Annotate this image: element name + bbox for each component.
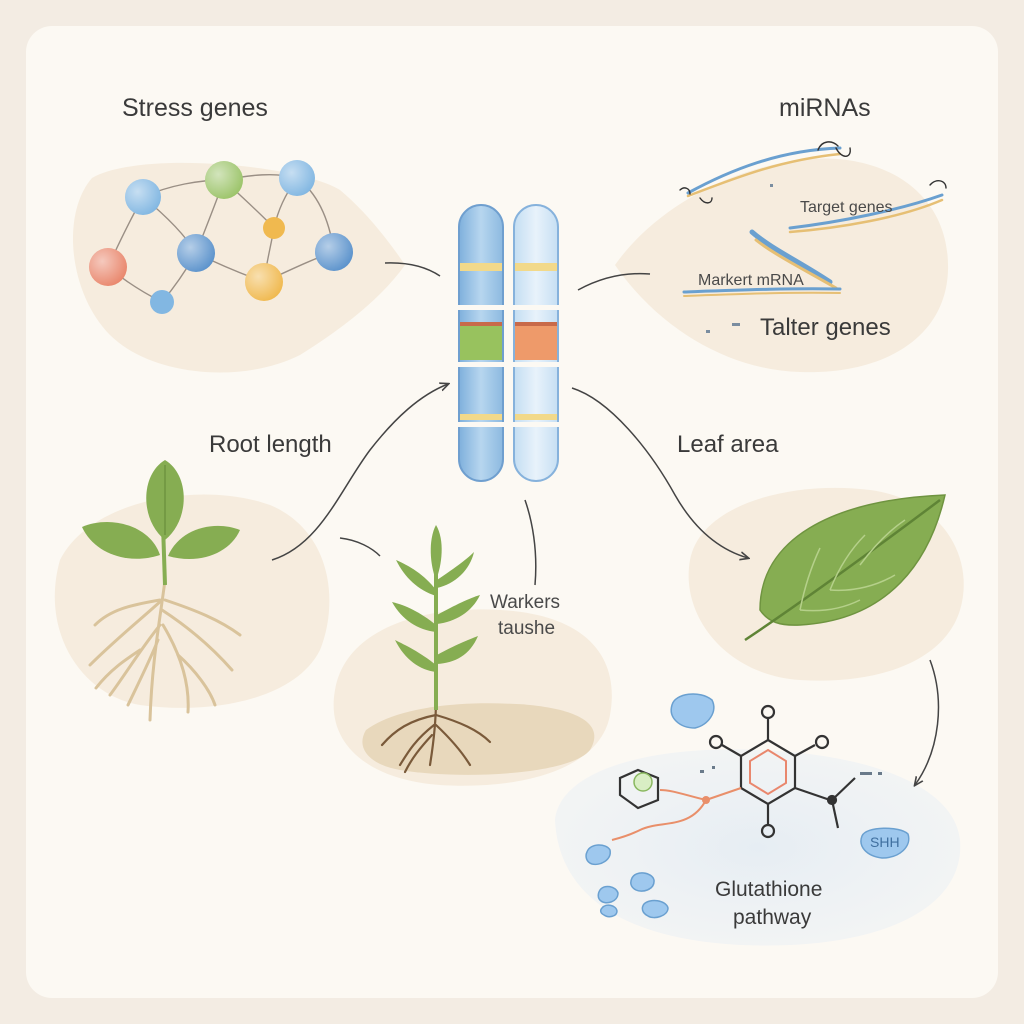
gene-nodes bbox=[89, 160, 353, 314]
connector-lines bbox=[271, 262, 940, 785]
glutathione-label-line2: pathway bbox=[733, 906, 812, 929]
chromosome-icon bbox=[456, 204, 561, 482]
mirnas-blob bbox=[615, 158, 949, 373]
seedling-with-roots-icon bbox=[82, 460, 242, 722]
molecule-ring-icon bbox=[611, 704, 856, 841]
mirnas-label: miRNAs bbox=[779, 94, 871, 122]
molecule-dots bbox=[700, 766, 882, 775]
target-genes-label: Target genes bbox=[800, 199, 893, 216]
glutathione-label-line1: Glutathione bbox=[715, 878, 823, 901]
glutathione-blob bbox=[555, 749, 961, 946]
sprout-in-soil-icon bbox=[362, 525, 595, 775]
mirna-strand-icon bbox=[679, 141, 947, 297]
stress-genes-blob bbox=[72, 162, 406, 373]
root-length-label: Root length bbox=[209, 431, 332, 458]
water-droplet-icon bbox=[585, 693, 910, 919]
markert-mrna-label: Markert mRNA bbox=[698, 272, 804, 289]
leaf-icon bbox=[744, 494, 946, 642]
warkers-label-line2: taushe bbox=[498, 618, 556, 639]
shh-label: SHH bbox=[870, 834, 900, 850]
talter-genes-label: Talter genes bbox=[760, 314, 891, 341]
stress-genes-label: Stress genes bbox=[122, 94, 268, 122]
mirna-dots bbox=[706, 184, 773, 333]
warkers-label-line1: Warkers bbox=[490, 592, 561, 613]
leaf-area-label: Leaf area bbox=[677, 431, 779, 458]
